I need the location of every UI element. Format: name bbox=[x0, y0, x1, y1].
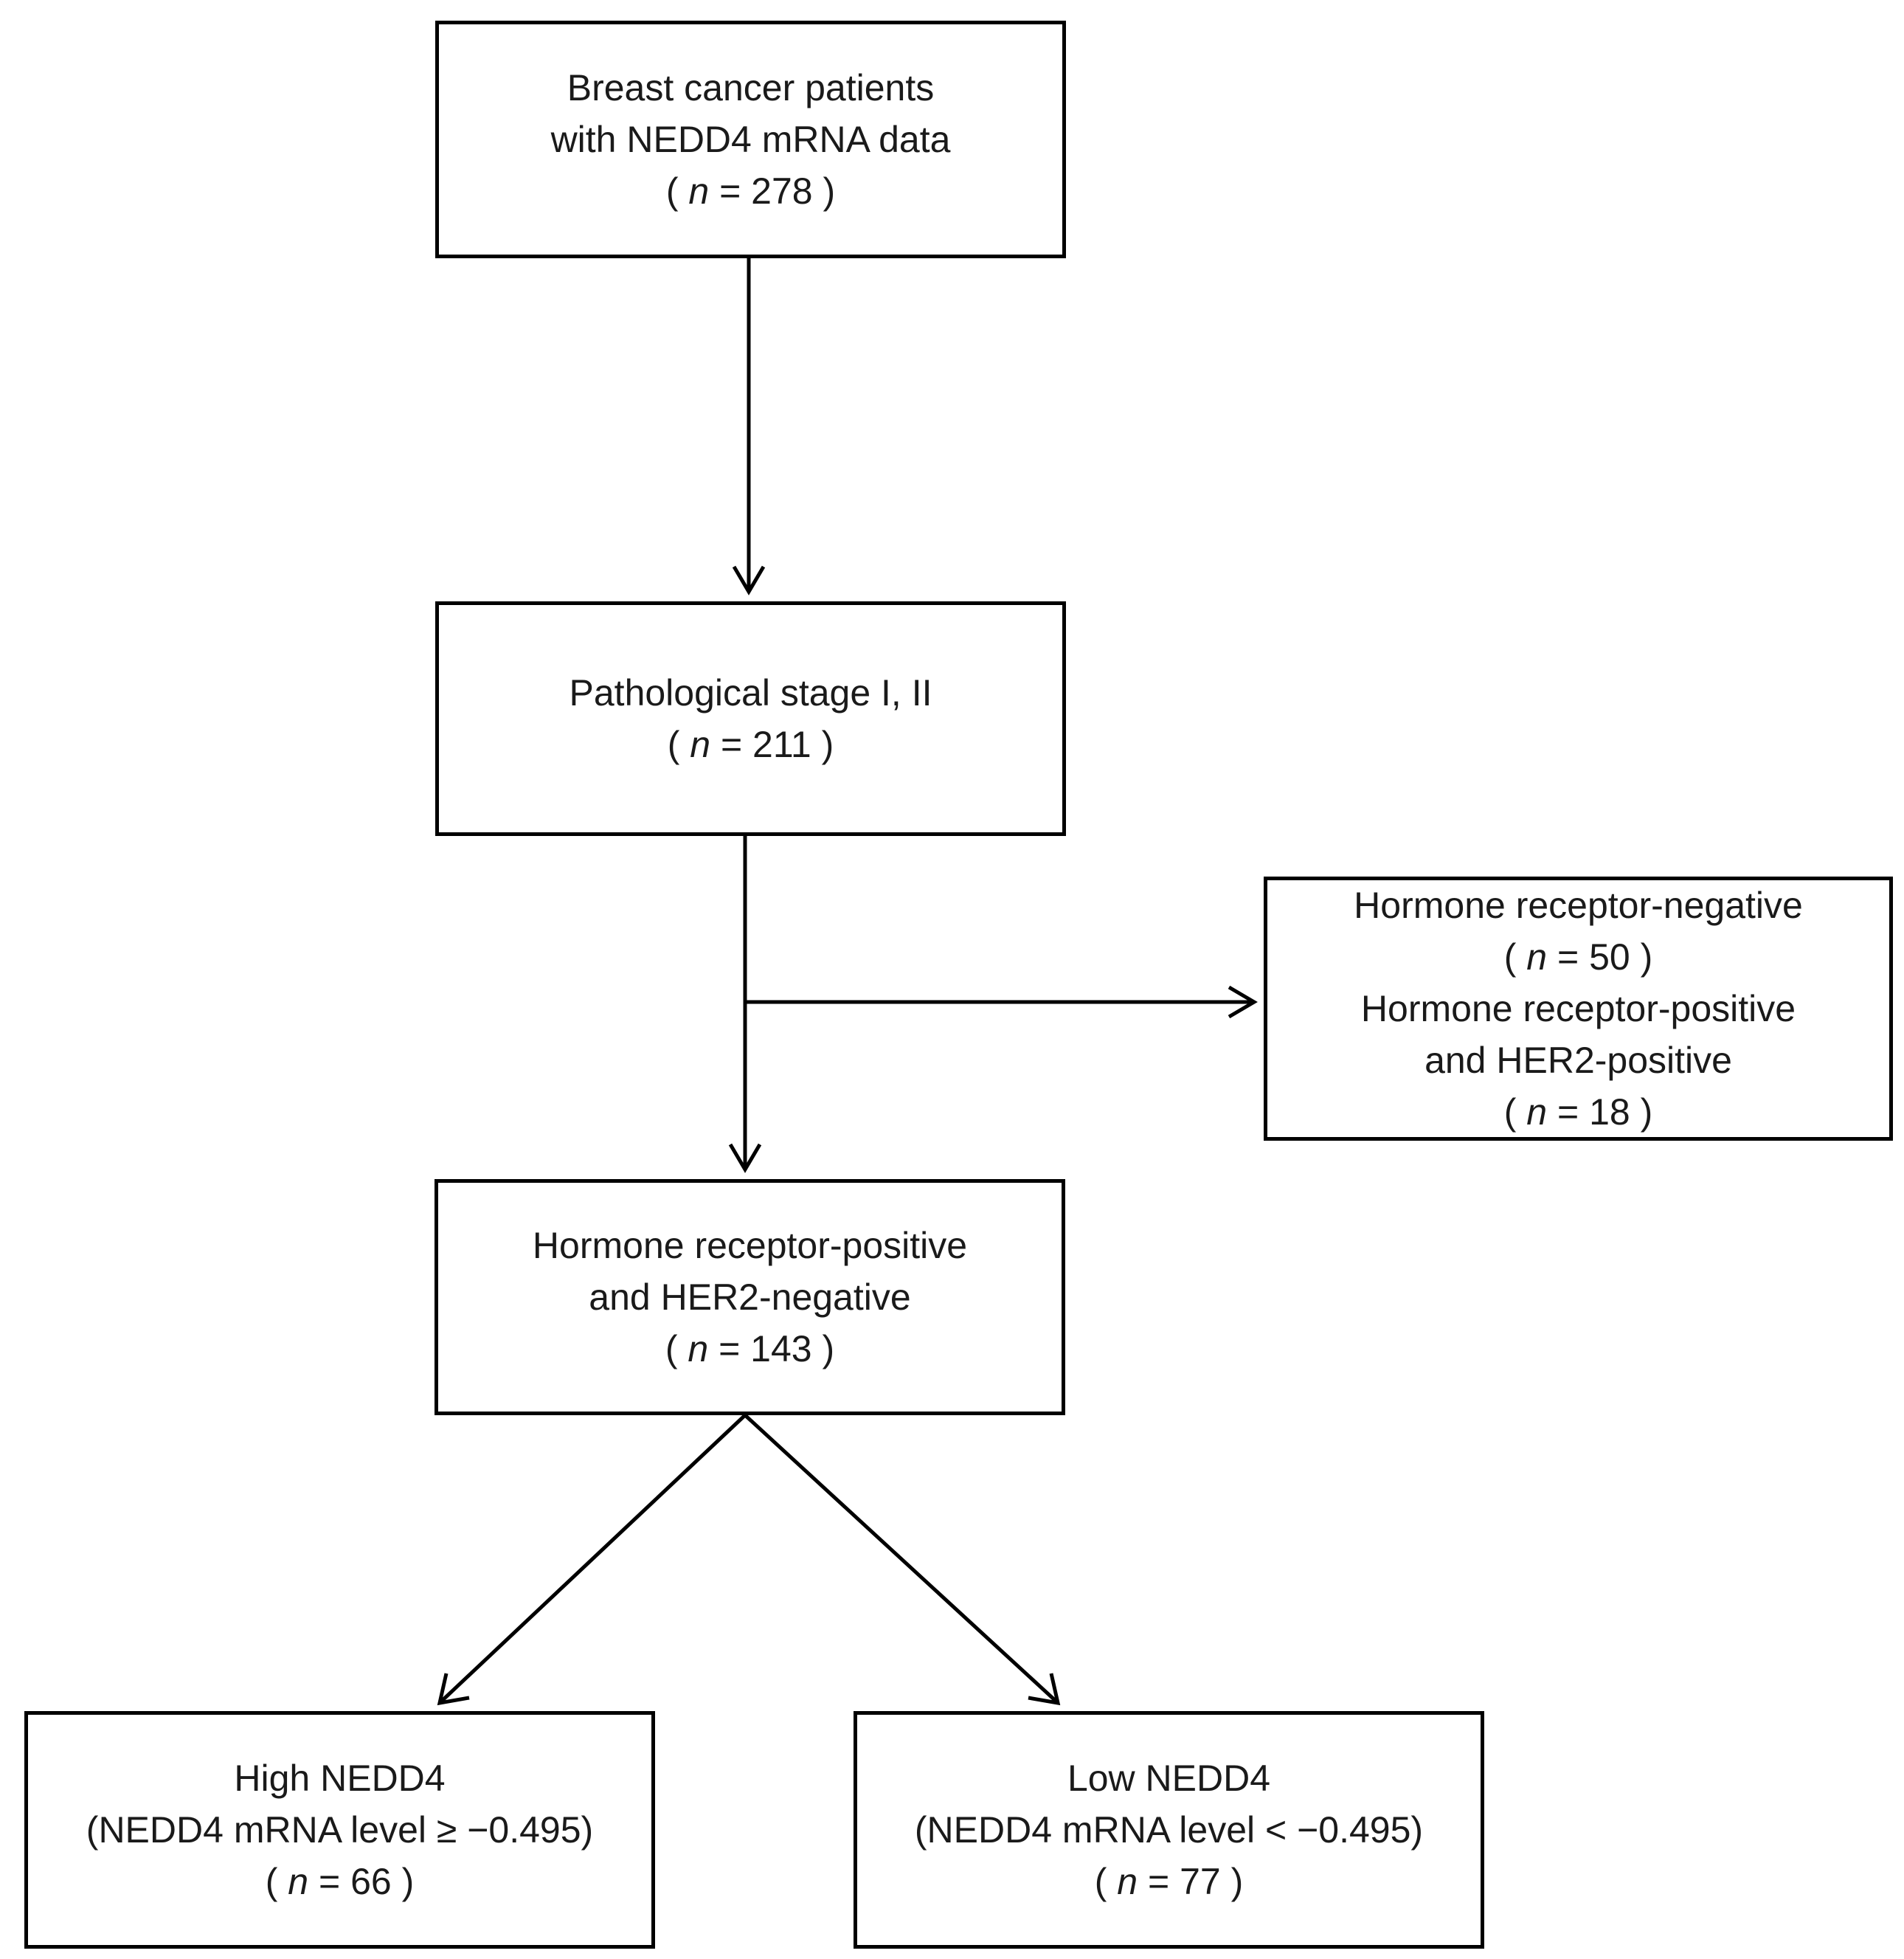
node-hrpos-line2: and HER2-negative bbox=[589, 1276, 911, 1318]
node-stage-line1: Pathological stage I, II bbox=[569, 672, 932, 714]
node-excluded-line1: Hormone receptor-negative bbox=[1354, 885, 1803, 926]
node-stage-count: ( n = 211 ) bbox=[667, 724, 834, 765]
node-excluded-line2: Hormone receptor-positive bbox=[1360, 988, 1796, 1029]
node-excluded: Hormone receptor-negative ( n = 50 ) Hor… bbox=[1264, 877, 1893, 1141]
node-hrpos-line1: Hormone receptor-positive bbox=[532, 1225, 968, 1266]
node-total-patients: Breast cancer patients with NEDD4 mRNA d… bbox=[435, 21, 1066, 258]
node-total-line2: with NEDD4 mRNA data bbox=[550, 119, 951, 160]
arrow-hrpos-to-low bbox=[744, 1414, 1061, 1706]
node-low-line2: (NEDD4 mRNA level < −0.495) bbox=[914, 1809, 1424, 1851]
node-low-count: ( n = 77 ) bbox=[1094, 1861, 1244, 1902]
node-pathological-stage: Pathological stage I, II ( n = 211 ) bbox=[435, 601, 1066, 836]
arrow-total-to-stage bbox=[732, 258, 766, 595]
arrow-hrpos-to-high bbox=[437, 1414, 747, 1706]
node-high-line1: High NEDD4 bbox=[234, 1758, 446, 1799]
node-excluded-count2: ( n = 18 ) bbox=[1503, 1091, 1653, 1133]
node-hrpos-count: ( n = 143 ) bbox=[665, 1328, 835, 1369]
node-high-nedd4: High NEDD4 (NEDD4 mRNA level ≥ −0.495) (… bbox=[24, 1711, 655, 1949]
node-total-line1: Breast cancer patients bbox=[567, 67, 935, 108]
node-low-line1: Low NEDD4 bbox=[1067, 1758, 1271, 1799]
node-high-line2: (NEDD4 mRNA level ≥ −0.495) bbox=[86, 1809, 594, 1851]
arrow-exclusion bbox=[745, 985, 1258, 1019]
node-excluded-line3: and HER2-positive bbox=[1424, 1040, 1732, 1081]
node-hr-positive-her2-negative: Hormone receptor-positive and HER2-negat… bbox=[435, 1179, 1065, 1415]
node-total-count: ( n = 278 ) bbox=[665, 170, 836, 212]
node-excluded-count1: ( n = 50 ) bbox=[1503, 936, 1653, 978]
node-low-nedd4: Low NEDD4 (NEDD4 mRNA level < −0.495) ( … bbox=[854, 1711, 1484, 1949]
node-high-count: ( n = 66 ) bbox=[265, 1861, 415, 1902]
